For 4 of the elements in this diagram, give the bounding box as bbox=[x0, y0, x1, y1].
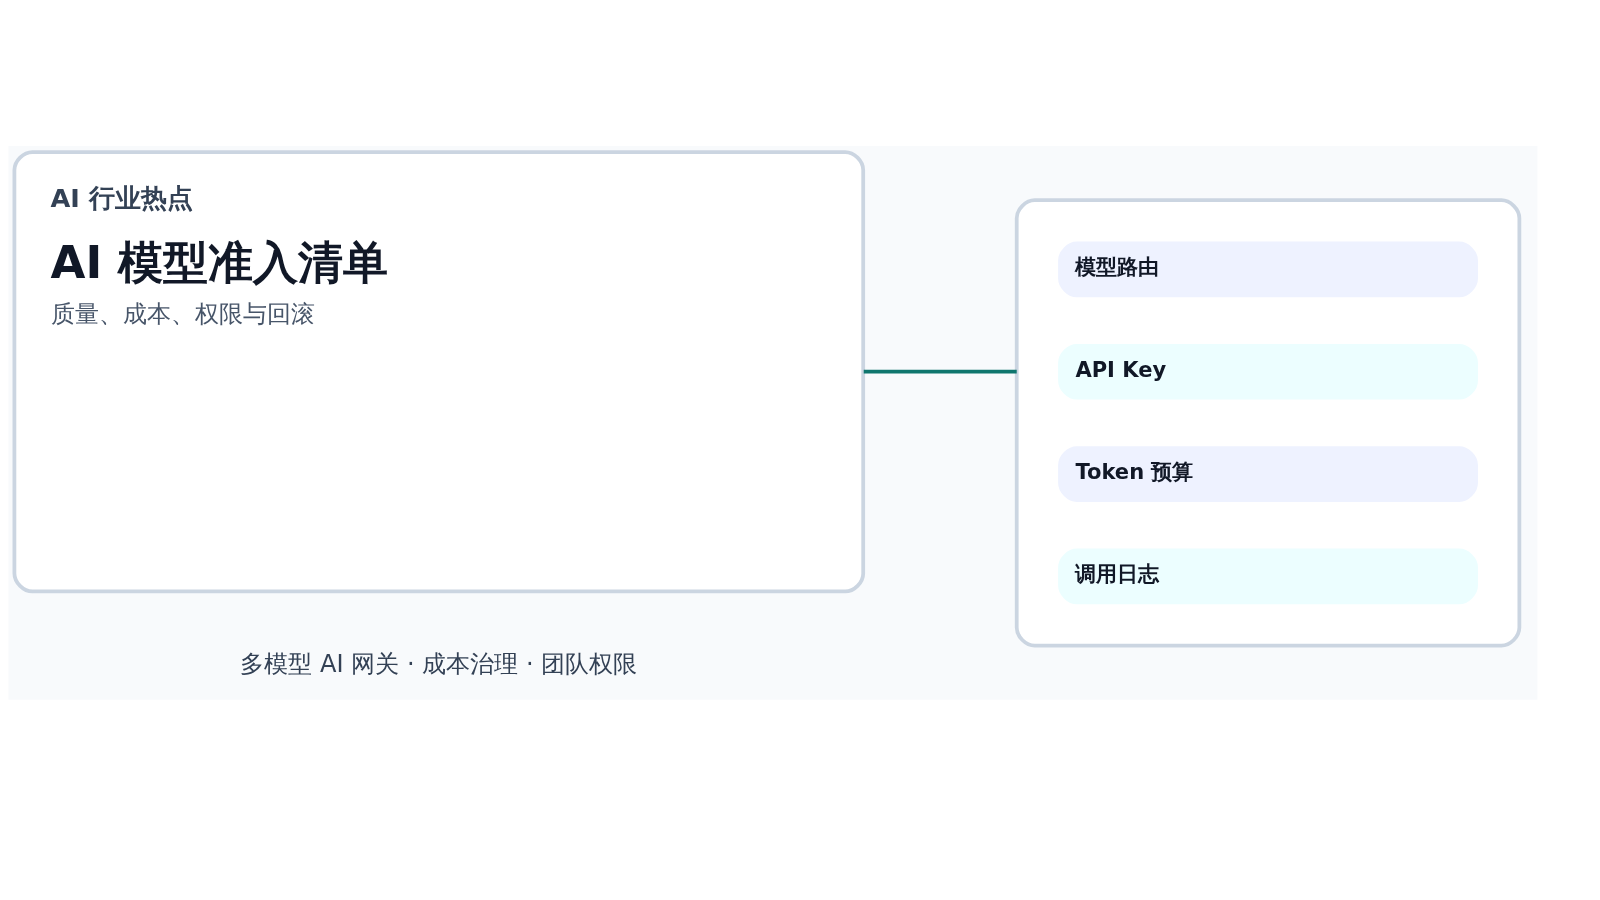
node-box: AI 行业热点 AI 模型准入清单 质量、成本、权限与回滚 bbox=[12, 150, 866, 594]
label: 多模型 AI 网关 · 成本治理 · 团队权限 bbox=[240, 650, 638, 679]
connector bbox=[863, 369, 1017, 374]
cluster bbox=[1014, 198, 1522, 648]
